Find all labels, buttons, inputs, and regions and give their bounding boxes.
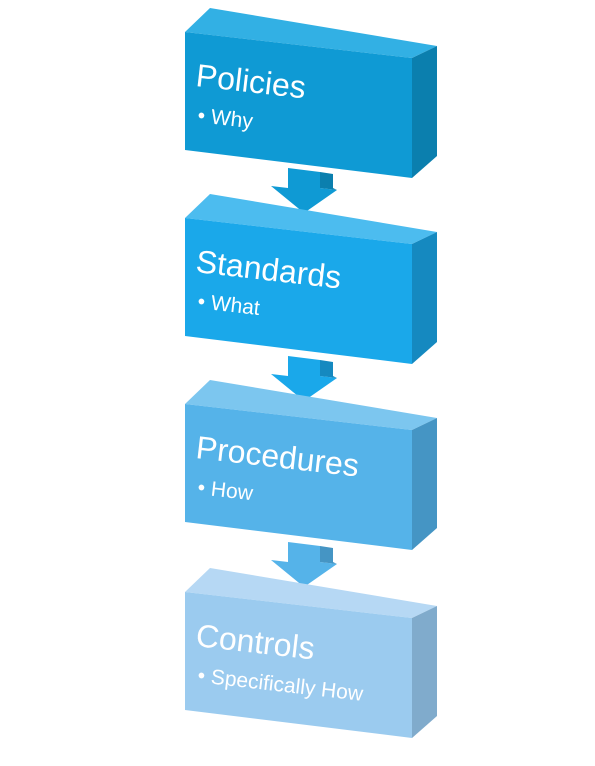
step-standards-front [185, 218, 412, 364]
step-controls: Controls •Specifically How [185, 568, 437, 738]
step-procedures: Procedures •How [185, 380, 437, 550]
step-controls-top [185, 568, 437, 618]
step-procedures-top [185, 380, 437, 430]
step-policies-top [185, 8, 437, 58]
step-procedures-side [412, 418, 437, 550]
step-policies: Policies •Why [185, 8, 437, 178]
step-standards-top [185, 194, 437, 244]
step-policies-side [412, 46, 437, 178]
step-standards: Standards •What [185, 194, 437, 364]
arrow-down-icon [271, 542, 337, 587]
step-procedures-front [185, 404, 412, 550]
arrow-down-icon [271, 356, 337, 401]
step-controls-side [412, 606, 437, 738]
step-controls-front [185, 592, 412, 738]
step-policies-front [185, 32, 412, 178]
step-policies-bullet: •Why [196, 104, 254, 133]
step-standards-bullet: •What [196, 290, 261, 320]
step-procedures-bullet: •How [196, 476, 254, 505]
step-standards-side [412, 232, 437, 364]
arrow-down-icon [271, 168, 337, 213]
